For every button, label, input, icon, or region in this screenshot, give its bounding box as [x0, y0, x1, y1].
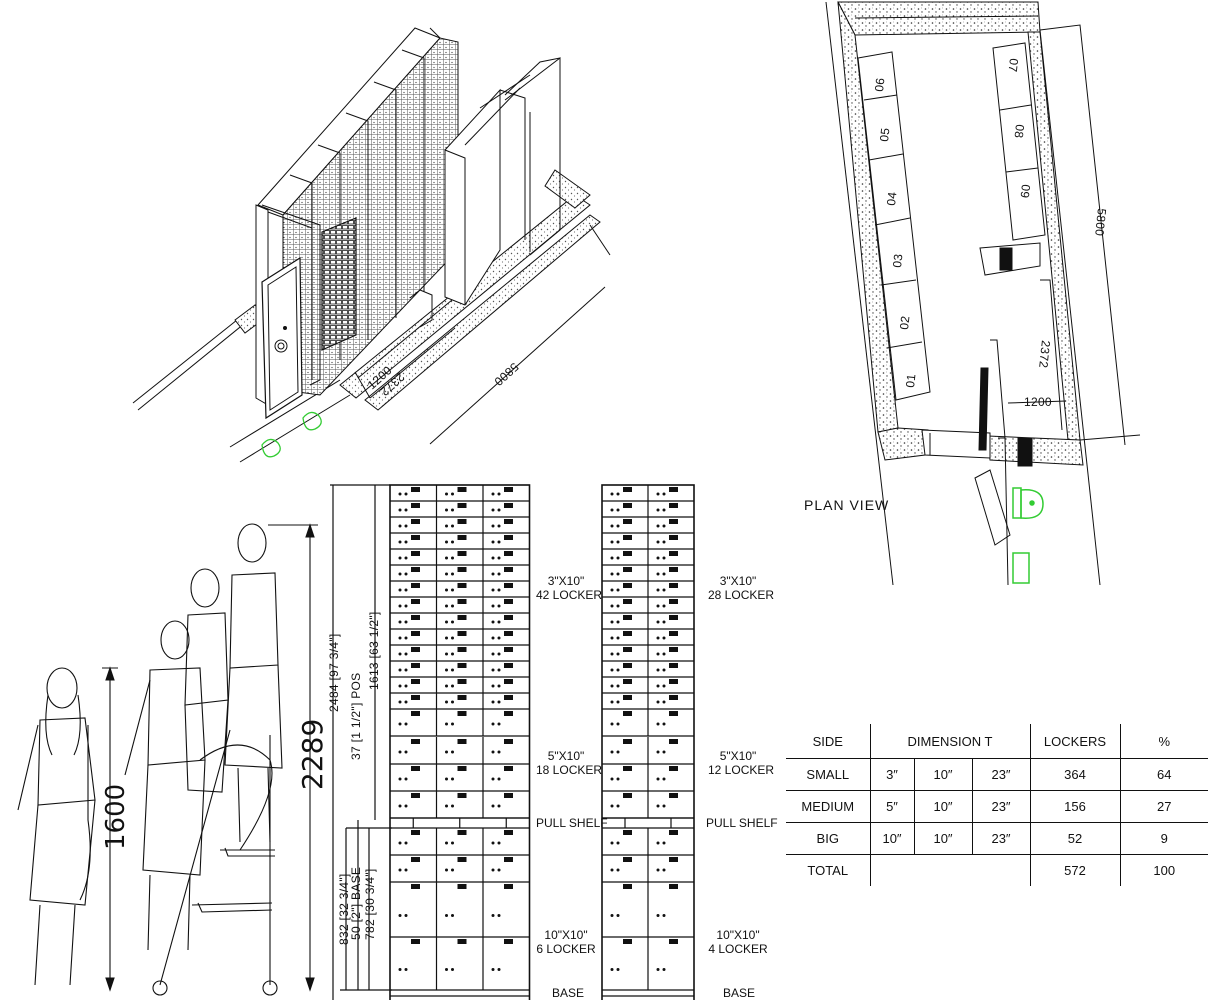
header-side: SIDE — [786, 724, 870, 759]
elev-dim-total: 2484 [97 3/4"] — [327, 633, 341, 712]
total-percent: 100 — [1119, 854, 1208, 886]
total-dimension-empty — [869, 854, 1030, 886]
right-base-label: BASE — [722, 986, 755, 1000]
left-small-label: 3"X10" 42 LOCKER — [536, 574, 603, 602]
plan-cabinet-07: 07 — [1006, 58, 1021, 73]
human-scale-figures: 1600 2289 — [17, 523, 329, 996]
isometric-vault-view: 1200 2372 5800 — [132, 27, 611, 463]
toilet-fixture-icon — [261, 411, 322, 458]
left-big-label: 10"X10" 6 LOCKER — [536, 928, 596, 956]
locker-unit-left — [389, 484, 531, 1000]
left-base-label: BASE — [551, 986, 584, 1000]
row-d2: 10″ — [913, 790, 972, 823]
locker-elevations: 2484 [97 3/4"] 1613 [63 1/2"] 37 [1 1/2"… — [327, 484, 695, 1000]
table-row: MEDIUM 5″ 10″ 23″ 156 27 — [786, 790, 1208, 823]
left-shelf-label: PULL SHELF — [536, 816, 608, 830]
left-medium-count: 18 LOCKER — [536, 763, 603, 777]
locker-spec-table: SIDE DIMENSION T LOCKERS % SMALL 3″ 10″ … — [786, 724, 1208, 886]
table-header-row: SIDE DIMENSION T LOCKERS % — [786, 724, 1208, 759]
row-d2: 10″ — [913, 822, 972, 855]
plan-cabinet-02: 02 — [897, 315, 912, 330]
row-percent: 64 — [1119, 758, 1208, 791]
row-d3: 23″ — [971, 790, 1030, 823]
plan-cabinet-01: 01 — [903, 373, 918, 388]
plan-cabinet-08: 08 — [1012, 124, 1027, 139]
row-side: MEDIUM — [786, 790, 870, 823]
plan-cabinet-03: 03 — [890, 253, 905, 268]
elev-dim-upper: 1613 [63 1/2"] — [367, 611, 381, 690]
plan-view-title: PLAN VIEW — [804, 497, 890, 513]
plan-dim-1200: 1200 — [1024, 395, 1052, 409]
row-side: BIG — [786, 822, 870, 855]
dim-standing-height: 1600 — [101, 784, 131, 850]
row-d1: 3″ — [869, 758, 914, 791]
left-big-size: 10"X10" — [544, 928, 588, 942]
plan-cabinet-05: 05 — [877, 127, 892, 142]
table-row: SMALL 3″ 10″ 23″ 364 64 — [786, 758, 1208, 791]
table-total-row: TOTAL 572 100 — [786, 854, 1208, 886]
elev-dim-lower-inner: 782 [30 3/4"] — [363, 868, 377, 940]
left-medium-label: 5"X10" 18 LOCKER — [536, 749, 603, 777]
right-medium-size: 5"X10" — [719, 749, 757, 763]
row-lockers: 52 — [1029, 822, 1120, 855]
right-big-count: 4 LOCKER — [708, 942, 768, 956]
dim-reach-height: 2289 — [296, 719, 329, 790]
left-medium-size: 5"X10" — [547, 749, 585, 763]
left-big-count: 6 LOCKER — [536, 942, 596, 956]
row-lockers: 364 — [1029, 758, 1120, 791]
header-dimension: DIMENSION T — [869, 724, 1030, 759]
locker-unit-right — [601, 484, 695, 1000]
right-small-label: 3"X10" 28 LOCKER — [708, 574, 775, 602]
row-d3: 23″ — [971, 822, 1030, 855]
row-d1: 5″ — [869, 790, 914, 823]
left-small-size: 3"X10" — [547, 574, 585, 588]
row-d2: 10″ — [913, 758, 972, 791]
table-row: BIG 10″ 10″ 23″ 52 9 — [786, 822, 1208, 855]
header-lockers: LOCKERS — [1029, 724, 1120, 759]
right-small-size: 3"X10" — [719, 574, 757, 588]
right-small-count: 28 LOCKER — [708, 588, 775, 602]
row-percent: 9 — [1119, 822, 1208, 855]
plan-dim-2372: 2372 — [1036, 340, 1053, 369]
row-d3: 23″ — [971, 758, 1030, 791]
elev-dim-shelf: 37 [1 1/2"] POS — [349, 673, 363, 760]
total-label: TOTAL — [807, 863, 849, 878]
plan-cabinet-04: 04 — [884, 191, 899, 206]
right-medium-count: 12 LOCKER — [708, 763, 775, 777]
plan-cabinet-06: 06 — [872, 77, 887, 92]
elev-dim-lower: 832 [32 3/4"] — [337, 873, 351, 945]
plan-toilet-fixture-icon — [1012, 487, 1044, 584]
left-small-count: 42 LOCKER — [536, 588, 603, 602]
right-medium-label: 5"X10" 12 LOCKER — [708, 749, 775, 777]
row-d1: 10″ — [869, 822, 914, 855]
plan-view-drawing: 01 02 03 04 05 06 07 08 09 5800 2372 120… — [825, 1, 1141, 586]
right-shelf-label: PULL SHELF — [706, 816, 778, 830]
right-big-label: 10"X10" 4 LOCKER — [708, 928, 768, 956]
plan-dim-5800: 5800 — [1092, 208, 1109, 237]
header-percent: % — [1119, 724, 1208, 759]
right-big-size: 10"X10" — [716, 928, 760, 942]
row-lockers: 156 — [1029, 790, 1120, 823]
total-lockers: 572 — [1029, 854, 1120, 886]
row-percent: 27 — [1119, 790, 1208, 823]
plan-cabinet-09: 09 — [1018, 184, 1033, 199]
row-side: SMALL — [786, 758, 870, 791]
elev-dim-base: 50 [2"] BASE — [349, 867, 363, 940]
